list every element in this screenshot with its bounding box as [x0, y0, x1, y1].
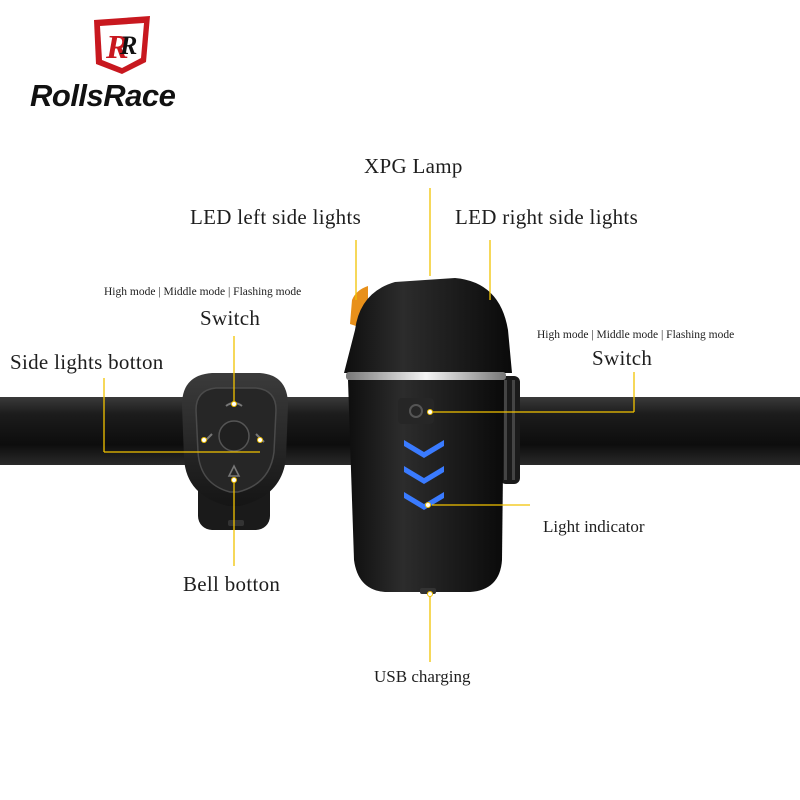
svg-text:R: R: [119, 31, 137, 60]
xpg-lamp-label: XPG Lamp: [364, 154, 463, 178]
rr-shield-logo-icon: R R: [94, 16, 150, 74]
remote-modes-label: High mode | Middle mode | Flashing mode: [104, 286, 302, 298]
lamp-switch-label: Switch: [592, 346, 653, 370]
bell-button-label: Bell botton: [183, 572, 281, 596]
callout-dots: [201, 401, 433, 597]
light-indicator-chevrons: [404, 440, 444, 510]
callout-lines: [103, 188, 635, 662]
remote-switch-label: Switch: [200, 306, 261, 330]
svg-text:R: R: [105, 29, 129, 66]
led-left-side-lights-label: LED left side lights: [190, 205, 362, 229]
side-lights-button-label: Side lights botton: [10, 350, 164, 374]
usb-charging-label: USB charging: [374, 667, 471, 686]
light-indicator-label: Light indicator: [543, 517, 645, 536]
led-right-side-lights-label: LED right side lights: [455, 205, 639, 229]
headlight-body: [344, 278, 512, 594]
lamp-modes-label: High mode | Middle mode | Flashing mode: [537, 329, 735, 341]
brand-name: RollsRace: [30, 78, 176, 113]
